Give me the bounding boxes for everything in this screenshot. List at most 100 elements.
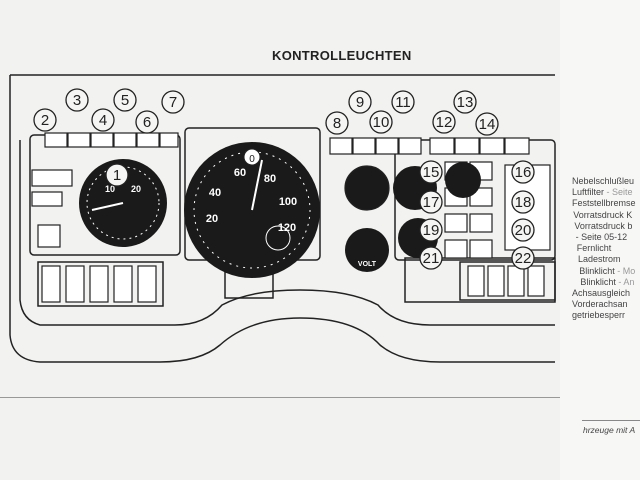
callout-circle: [453, 90, 477, 114]
legend-item: Feststellbremse: [572, 198, 636, 209]
callout-number: 8: [333, 115, 341, 132]
callout-number: 10: [373, 114, 390, 131]
callout-number: 6: [143, 114, 151, 131]
callout-number: 20: [515, 222, 532, 239]
callout-circle: [511, 160, 535, 184]
callout-22: 22: [511, 246, 535, 270]
callout-8: 8: [325, 111, 349, 135]
legend-item: Vorratsdruck b: [574, 221, 635, 232]
callout-20: 20: [511, 218, 535, 242]
callout-3: 3: [65, 88, 89, 112]
legend-item: getriebesperr: [572, 310, 636, 321]
legend-label: Blinklicht: [579, 265, 615, 276]
legend-label: Nebelschlußleu: [572, 176, 635, 186]
facing-page: [560, 0, 640, 480]
callout-circle: [348, 90, 372, 114]
legend-item: - Seite 05-12: [576, 232, 636, 243]
page-title: KONTROLLEUCHTEN: [272, 48, 412, 63]
callout-number: 13: [457, 94, 474, 111]
callout-2: 2: [33, 108, 57, 132]
callout-circle: [432, 110, 456, 134]
legend-item: Nebelschlußleu: [572, 176, 636, 187]
legend-item: Fernlicht: [577, 243, 636, 254]
callout-circle: [91, 108, 115, 132]
footnote: hrzeuge mit A: [583, 425, 636, 435]
divider: [0, 397, 560, 398]
callout-circle: [325, 111, 349, 135]
callout-16: 16: [511, 160, 535, 184]
legend-sublabel: - Seite: [604, 187, 633, 198]
callout-circle: [511, 190, 535, 214]
callout-circle: [65, 88, 89, 112]
callout-number: 1: [113, 167, 121, 184]
callout-circle: [161, 90, 185, 114]
legend-item: Luftfilter - Seite: [572, 187, 636, 198]
callout-number: 4: [99, 112, 107, 129]
speed-tick: 80: [264, 173, 276, 185]
callout-number: 18: [515, 194, 532, 211]
legend-item: Vorderachsan: [572, 299, 636, 310]
callout-circle: [391, 90, 415, 114]
legend-item: Blinklicht - An: [580, 277, 635, 288]
legend-label: Vorratsdruck b: [574, 220, 633, 231]
callout-number: 22: [515, 250, 532, 267]
callout-number: 12: [436, 114, 453, 131]
legend-label: Blinklicht: [580, 276, 616, 287]
speed-zero: 0: [249, 154, 255, 165]
callout-number: 7: [169, 94, 177, 111]
callout-11: 11: [391, 90, 415, 114]
callout-number: 9: [356, 94, 364, 111]
callout-number: 17: [423, 194, 440, 211]
callout-21: 21: [419, 246, 443, 270]
callout-6: 6: [135, 110, 159, 134]
callout-5: 5: [113, 88, 137, 112]
legend-label: - Seite 05-12: [575, 232, 628, 243]
callout-circle: [419, 190, 443, 214]
callout-circle: [369, 110, 393, 134]
legend-label: Vorratsdruck K: [573, 209, 633, 220]
callout-circle: [511, 218, 535, 242]
speed-tick: 20: [206, 213, 218, 225]
callout-circle: [419, 246, 443, 270]
legend-item: Vorratsdruck K: [573, 210, 635, 221]
callout-10: 10: [369, 110, 393, 134]
speed-tick: 120: [278, 222, 296, 234]
callout-circle: [135, 110, 159, 134]
legend-label: Achsausgleich: [572, 288, 631, 299]
callout-number: 14: [479, 116, 496, 133]
volt-label: VOLT: [358, 261, 377, 268]
callout-circle: [419, 160, 443, 184]
legend-label: Luftfilter: [572, 187, 605, 198]
callout-number: 19: [423, 222, 440, 239]
legend-label: Vorderachsan: [572, 299, 628, 310]
speed-tick: 40: [209, 187, 221, 199]
callout-number: 2: [41, 112, 49, 129]
callout-1: 1: [105, 163, 129, 187]
callout-number: 15: [423, 164, 440, 181]
speed-tick: 60: [234, 167, 246, 179]
callout-circle: [475, 112, 499, 136]
callout-circle: [113, 88, 137, 112]
callout-circle: [511, 246, 535, 270]
callout-17: 17: [419, 190, 443, 214]
legend-item: Achsausgleich: [572, 288, 636, 299]
speedometer: [184, 142, 320, 278]
tach-tick: 20: [131, 184, 141, 194]
callout-circle: [105, 163, 129, 187]
legend-label: getriebesperr: [572, 310, 626, 321]
callout-19: 19: [419, 218, 443, 242]
callout-number: 16: [515, 164, 532, 181]
callout-number: 3: [73, 92, 81, 109]
callout-number: 21: [423, 250, 440, 267]
callout-14: 14: [475, 112, 499, 136]
legend-item: Ladestrom: [578, 254, 636, 265]
callout-7: 7: [161, 90, 185, 114]
callout-circle: [33, 108, 57, 132]
dashboard-diagram: 20 40 60 80 100 120 0 10 20 VOLT 1234567…: [9, 74, 556, 363]
legend-label: Fernlicht: [576, 243, 612, 254]
legend-item: Blinklicht - Mo: [579, 266, 635, 277]
callout-13: 13: [453, 90, 477, 114]
callout-circle: [419, 218, 443, 242]
callout-12: 12: [432, 110, 456, 134]
